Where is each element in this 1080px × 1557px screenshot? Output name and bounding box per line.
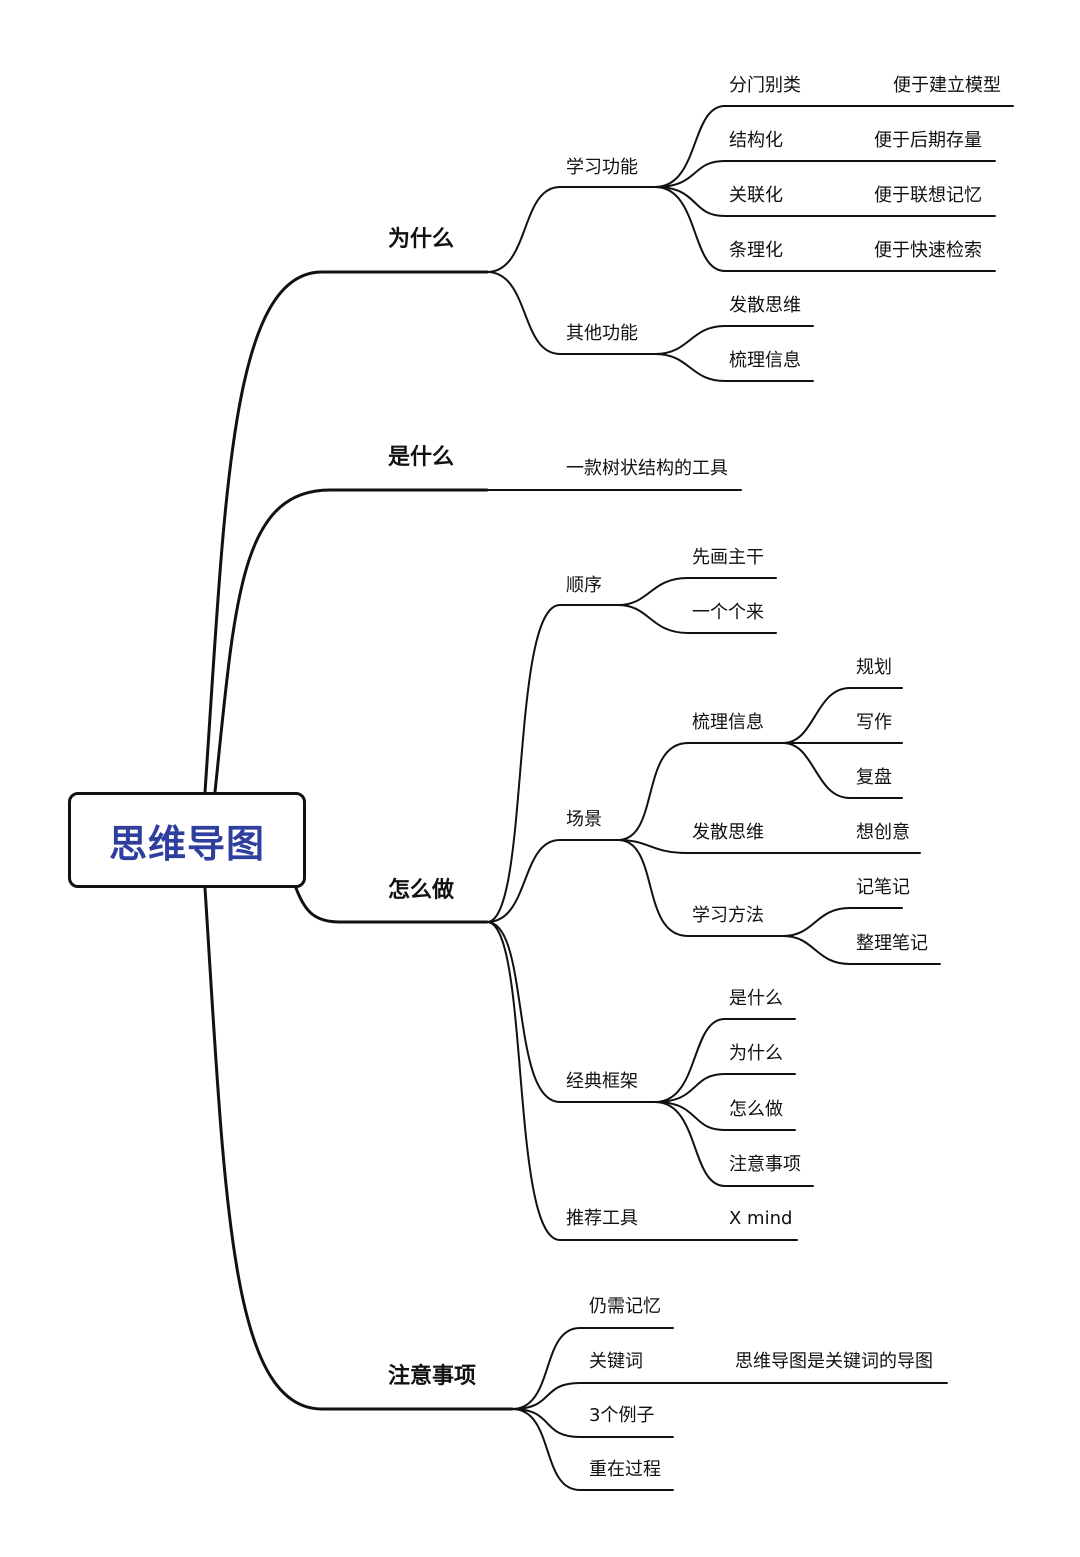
node-diverge-item[interactable]: 想创意 xyxy=(856,822,910,843)
node-learning-item-3[interactable]: 关联化 xyxy=(729,185,783,206)
node-tool-item[interactable]: X mind xyxy=(729,1208,793,1229)
node-other-item-2[interactable]: 梳理信息 xyxy=(729,350,801,371)
connector-learning-2 xyxy=(654,160,996,188)
node-sort-item-1[interactable]: 规划 xyxy=(856,657,892,678)
node-notes-item-2[interactable]: 关键词 xyxy=(589,1351,643,1372)
connector-sort-3 xyxy=(782,742,903,799)
node-sort-item-3[interactable]: 复盘 xyxy=(856,767,892,788)
connector-root-how xyxy=(294,886,489,924)
node-scene-diverge[interactable]: 发散思维 xyxy=(692,822,764,843)
node-learning-item-4[interactable]: 条理化 xyxy=(729,240,783,261)
connector-how-order xyxy=(486,604,619,923)
node-framework-item-2[interactable]: 为什么 xyxy=(729,1043,783,1064)
connector-scene-sort xyxy=(617,742,784,841)
node-study-item-2[interactable]: 整理笔记 xyxy=(856,933,928,954)
connector-framework-1 xyxy=(654,1018,796,1103)
connector-how-framework xyxy=(486,921,656,1103)
branch-why-label[interactable]: 为什么 xyxy=(388,227,455,252)
connector-notes-2 xyxy=(511,1382,948,1410)
node-notes-item-3[interactable]: 3个例子 xyxy=(589,1405,655,1426)
connector-framework-3 xyxy=(654,1101,796,1131)
connector-other-2 xyxy=(654,353,814,382)
node-order[interactable]: 顺序 xyxy=(566,575,602,596)
connector-how-scene xyxy=(486,839,619,923)
node-notes-item-1[interactable]: 仍需记忆 xyxy=(589,1296,661,1317)
node-other-item-1[interactable]: 发散思维 xyxy=(729,295,801,316)
connector-notes-1 xyxy=(511,1327,674,1410)
connector-how-tool xyxy=(486,921,798,1241)
connector-scene-diverge xyxy=(617,839,921,854)
node-keyword-note[interactable]: 思维导图是关键词的导图 xyxy=(735,1351,933,1372)
node-sort-item-2[interactable]: 写作 xyxy=(856,712,892,733)
node-notes-item-4[interactable]: 重在过程 xyxy=(589,1459,661,1480)
node-framework-item-1[interactable]: 是什么 xyxy=(729,988,783,1009)
root-node-label: 思维导图 xyxy=(108,821,265,866)
connector-study-1 xyxy=(782,907,903,937)
connector-learning-3 xyxy=(654,186,996,217)
node-tool[interactable]: 推荐工具 xyxy=(566,1208,638,1229)
connector-order-1 xyxy=(617,577,777,606)
connector-learning-1 xyxy=(654,105,1014,188)
connector-root-why xyxy=(203,270,489,794)
connector-framework-2 xyxy=(654,1073,796,1103)
node-framework[interactable]: 经典框架 xyxy=(566,1071,638,1092)
connector-study-2 xyxy=(782,935,941,965)
node-learning-note-3[interactable]: 便于联想记忆 xyxy=(874,185,982,206)
connector-learning-4 xyxy=(654,186,996,272)
node-learning[interactable]: 学习功能 xyxy=(566,157,638,178)
node-learning-item-2[interactable]: 结构化 xyxy=(729,130,783,151)
node-framework-item-4[interactable]: 注意事项 xyxy=(729,1154,801,1175)
node-framework-item-3[interactable]: 怎么做 xyxy=(729,1099,783,1120)
node-learning-item-1[interactable]: 分门别类 xyxy=(729,75,801,96)
connector-notes-3 xyxy=(511,1408,674,1438)
branch-notes-label[interactable]: 注意事项 xyxy=(388,1364,477,1389)
branch-how-label[interactable]: 怎么做 xyxy=(388,878,455,903)
connector-other-1 xyxy=(654,325,814,355)
connector-why-other xyxy=(486,271,656,355)
connector-root-what xyxy=(213,488,489,794)
connector-framework-4 xyxy=(654,1101,814,1187)
node-scene[interactable]: 场景 xyxy=(566,809,602,830)
node-what-item[interactable]: 一款树状结构的工具 xyxy=(566,458,728,479)
node-learning-note-2[interactable]: 便于后期存量 xyxy=(874,130,982,151)
connector-order-2 xyxy=(617,604,777,634)
connector-scene-study xyxy=(617,839,784,937)
connector-root-notes xyxy=(203,886,514,1411)
node-learning-note-1[interactable]: 便于建立模型 xyxy=(893,75,1001,96)
node-study-item-1[interactable]: 记笔记 xyxy=(856,877,910,898)
branch-what-label[interactable]: 是什么 xyxy=(388,445,455,470)
node-scene-study[interactable]: 学习方法 xyxy=(692,905,764,926)
node-order-item-1[interactable]: 先画主干 xyxy=(692,547,764,568)
node-scene-sort[interactable]: 梳理信息 xyxy=(692,712,764,733)
connector-notes-4 xyxy=(511,1408,674,1491)
connector-sort-1 xyxy=(782,687,903,744)
node-other[interactable]: 其他功能 xyxy=(566,323,638,344)
node-order-item-2[interactable]: 一个个来 xyxy=(692,602,764,623)
node-learning-note-4[interactable]: 便于快速检索 xyxy=(874,240,982,261)
root-node[interactable]: 思维导图 xyxy=(68,792,306,888)
connector-why-learning xyxy=(486,186,656,273)
